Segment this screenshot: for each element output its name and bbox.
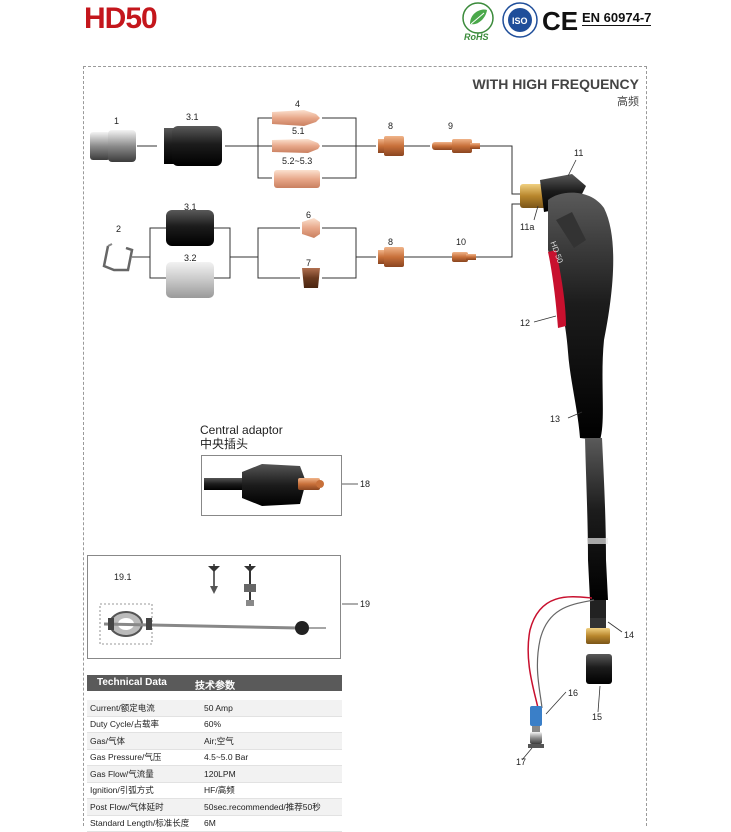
part-5-2-5-3-nozzle [274,170,320,188]
ce-mark-icon: CE [542,6,578,36]
part-3-1-retaining-cap [164,126,222,166]
rohs-logo-icon: RoHS [462,2,494,42]
label-part-9: 9 [448,121,454,131]
rohs-label: RoHS [464,32,489,42]
spec-label: Gas/气体 [87,732,198,750]
label-part-18: 18 [360,479,371,489]
part-3-1-retaining-cap-row2 [166,210,214,246]
label-part-1: 1 [114,116,120,126]
technical-data-header: Technical Data 技术参数 [87,675,342,692]
diagram-title: WITH HIGH FREQUENCY [472,76,639,92]
leader-lines [342,159,623,761]
spec-label: Standard Length/标准长度 [87,815,198,832]
spec-value: 4.5~5.0 Bar [198,749,342,766]
label-part-17: 17 [516,757,527,767]
central-adaptor-box [201,455,342,516]
label-part-14: 14 [624,630,635,640]
label-part-5-2-5-3: 5.2~5.3 [282,156,313,166]
label-part-8: 8 [388,121,394,131]
connector-lines-row1 [137,117,520,195]
pilot-wires [527,596,595,709]
spec-value: 60% [198,716,342,733]
central-adaptor-label: Central adaptor 中央插头 [200,423,283,451]
spec-value: 120LPM [198,765,342,783]
part-1-shield-cap [90,130,136,162]
tool-set-box: 19.1 [87,555,341,659]
circle-cutting-guide-image [99,564,326,645]
spec-label: Ignition/引弧方式 [87,782,198,799]
label-part-19-1: 19.1 [114,572,132,582]
central-adaptor-label-en: Central adaptor [200,423,283,437]
part-12-trigger [548,250,566,328]
label-part-16: 16 [568,688,579,698]
label-part-8-row2: 8 [388,237,394,247]
spec-label: Gas Pressure/气压 [87,749,198,766]
part-8-swirl-ring-row2 [378,247,404,267]
part-16-connector [530,706,542,732]
spec-label: Current/额定电流 [87,700,198,717]
spec-value: Air;空气 [198,732,342,750]
label-part-3-2: 3.2 [184,253,197,263]
page-title: HD50 [84,2,158,35]
label-part-11a: 11a [520,222,535,232]
iso-logo-icon: ISO [502,2,538,38]
part-4-nozzle [272,110,320,126]
part-5-1-nozzle [272,139,320,153]
spec-value: 50sec.recommended/推荐50秒 [198,798,342,816]
part-9-electrode [432,139,480,153]
diagram-frame [83,66,647,826]
label-part-11: 11 [574,148,584,158]
technical-data-title-en: Technical Data [97,677,167,688]
iso-label: ISO [512,16,528,26]
central-adaptor-image [204,464,324,506]
label-part-13: 13 [550,414,561,424]
diagram-subtitle: 高频 [617,96,639,108]
part-10-electrode [452,252,476,262]
spec-label: Duty Cycle/占载率 [87,716,198,733]
part-3-2-ceramic-cap [166,262,214,298]
part-7-nozzle [302,268,320,288]
spec-value: 6M [198,815,342,832]
label-part-2: 2 [116,224,122,234]
part-15-cable-nut [586,654,612,684]
label-part-7: 7 [306,258,312,268]
standard-label: EN 60974-7 [582,10,652,26]
label-part-3-1-row2: 3.1 [184,202,197,212]
part-14-gas-fitting [586,618,610,644]
part-13-handle [548,192,614,440]
spec-label: Gas Flow/气流量 [87,765,198,783]
spec-value: 50 Amp [198,700,342,717]
part-6-nozzle [302,218,320,238]
part-17-plug [528,732,544,748]
connector-lines-row2 [132,203,520,279]
part-2-spacer-clip [102,243,134,272]
label-part-19: 19 [360,599,371,609]
label-part-12: 12 [520,318,531,328]
label-part-5-1: 5.1 [292,126,305,136]
label-part-6: 6 [306,210,312,220]
spec-label: Post Flow/气体延时 [87,798,198,816]
part-8-swirl-ring [378,136,404,156]
central-adaptor-label-cn: 中央插头 [200,437,249,451]
spec-value: HF/高频 [198,782,342,799]
label-part-3-1: 3.1 [186,112,199,122]
technical-data-title-cn: 技术参数 [195,681,235,692]
certification-logos: RoHS ISO CE [462,2,578,42]
label-part-4: 4 [295,99,301,109]
label-part-10: 10 [456,237,467,247]
label-part-15: 15 [592,712,603,722]
torch-cable [585,438,608,618]
